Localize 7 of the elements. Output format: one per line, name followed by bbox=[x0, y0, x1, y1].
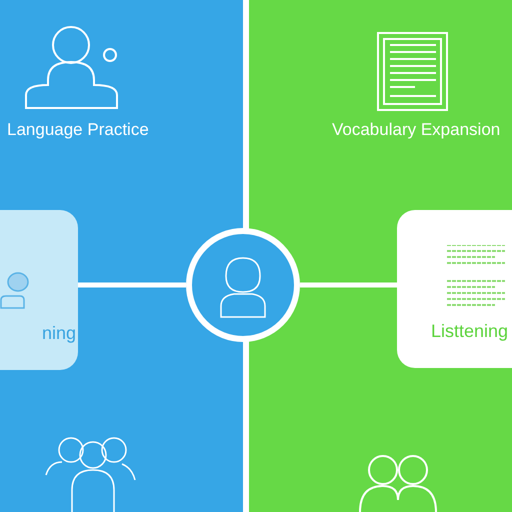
connector-line bbox=[78, 282, 186, 288]
card-label: Listtening bbox=[431, 321, 508, 342]
section-title: Vocabulary Expansion bbox=[332, 120, 500, 140]
card bbox=[397, 210, 512, 368]
connector-line bbox=[300, 282, 397, 288]
card-label: ning bbox=[42, 323, 76, 344]
section-title: Language Practice bbox=[7, 120, 149, 140]
